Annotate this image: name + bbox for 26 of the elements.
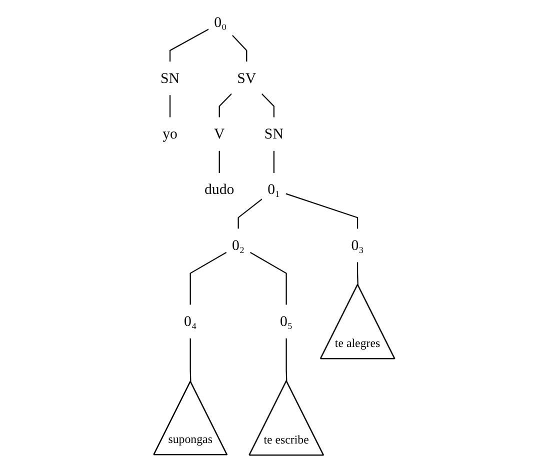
connector (219, 150, 220, 174)
node-text: dudo (204, 182, 235, 198)
connector (190, 252, 228, 305)
connector (219, 93, 232, 118)
connector (262, 93, 275, 118)
node-text: 0₀ (214, 14, 228, 31)
node-text: SV (237, 70, 256, 87)
node-text: SN (264, 126, 284, 142)
node-text: yo (162, 126, 178, 142)
connector (250, 252, 288, 305)
connector (170, 95, 171, 118)
node-text: 0₃ (352, 237, 364, 254)
connector (357, 262, 359, 285)
connector (286, 338, 288, 382)
connector (274, 150, 275, 174)
connector (238, 198, 263, 229)
connector (232, 34, 248, 62)
connector (170, 28, 210, 62)
node-text: SN (160, 70, 180, 87)
node-text: 0₅ (280, 313, 293, 330)
node-text: 0₄ (184, 313, 197, 330)
connector (190, 338, 192, 382)
connector (286, 193, 358, 229)
node-text: 0₁ (268, 182, 281, 198)
node-text: 0₂ (232, 237, 245, 254)
node-text: V (214, 126, 226, 142)
